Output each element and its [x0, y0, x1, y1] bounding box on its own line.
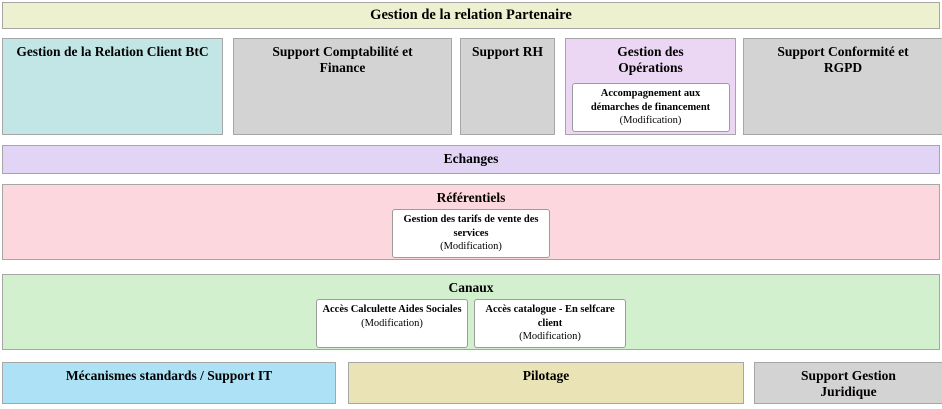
capability-label: Support Comptabilité et Finance [272, 44, 413, 76]
capability-label: Mécanismes standards / Support IT [65, 368, 273, 383]
canaux-cards: Accès Calculette Aides Sociales (Modific… [3, 299, 939, 348]
modification-card-calculette: Accès Calculette Aides Sociales (Modific… [316, 299, 468, 348]
capability-conformite-rgpd: Support Conformité et RGPD [743, 38, 942, 135]
band-canaux: Canaux Accès Calculette Aides Sociales (… [2, 274, 940, 350]
capability-gestion-juridique: Support Gestion Juridique [754, 362, 942, 404]
card-title: Accès catalogue - En selfcare client [485, 304, 615, 329]
modification-card-tarifs: Gestion des tarifs de vente des services… [392, 209, 550, 258]
band-label: Canaux [448, 280, 494, 295]
card-status: (Modification) [440, 241, 502, 253]
capability-support-rh: Support RH [460, 38, 555, 135]
capability-mecanismes-support-it: Mécanismes standards / Support IT [2, 362, 336, 404]
capability-label: Gestion des Opérations [617, 44, 684, 76]
modification-card-financement: Accompagnement aux démarches de financem… [571, 83, 730, 132]
diagram-title: Gestion de la relation Partenaire [370, 6, 572, 23]
capability-gestion-operations: Gestion des Opérations Accompagnement au… [565, 38, 736, 135]
capability-label: Support RH [472, 44, 543, 59]
band-echanges: Echanges [2, 145, 940, 174]
card-title: Gestion des tarifs de vente des services [403, 214, 539, 239]
band-label: Référentiels [436, 190, 506, 205]
card-status: (Modification) [619, 115, 682, 127]
card-title: Accès Calculette Aides Sociales [322, 304, 462, 315]
card-status: (Modification) [519, 331, 581, 343]
band-label: Echanges [443, 151, 499, 167]
band-referentiels: Référentiels Gestion des tarifs de vente… [2, 184, 940, 260]
title-bar: Gestion de la relation Partenaire [2, 2, 940, 29]
capability-label: Support Gestion Juridique [801, 368, 896, 400]
capability-label: Support Conformité et RGPD [777, 44, 909, 76]
capability-label: Pilotage [522, 368, 570, 383]
capability-pilotage: Pilotage [348, 362, 744, 404]
capability-label: Gestion de la Relation Client BtC [16, 44, 209, 59]
card-title: Accompagnement aux démarches de financem… [590, 88, 711, 113]
modification-card-catalogue: Accès catalogue - En selfcare client (Mo… [474, 299, 626, 348]
capability-client-btc: Gestion de la Relation Client BtC [2, 38, 223, 135]
card-status: (Modification) [361, 317, 423, 329]
capability-compta-finance: Support Comptabilité et Finance [233, 38, 452, 135]
